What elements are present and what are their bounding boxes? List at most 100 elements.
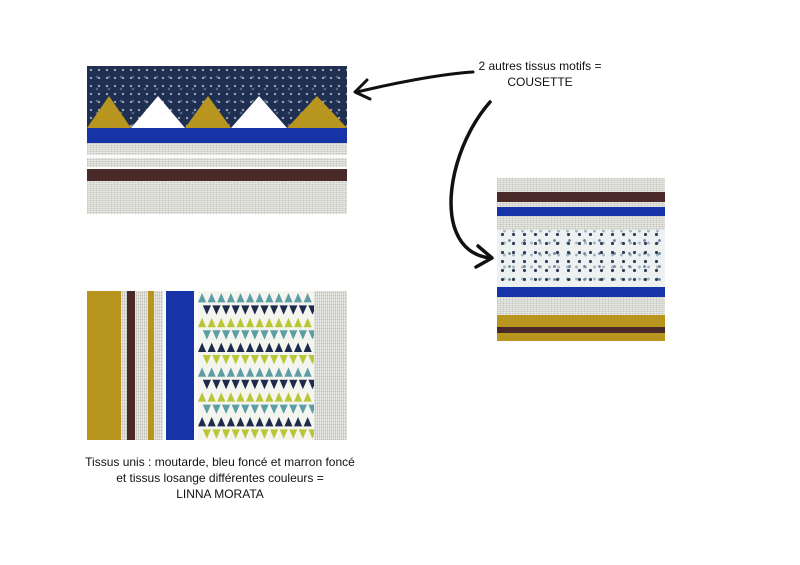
fabric-triangle xyxy=(202,355,211,365)
fabric-triangle xyxy=(270,429,279,439)
fabric-triangle xyxy=(255,293,264,303)
fabric-triangle xyxy=(303,417,312,427)
fabric-triangle xyxy=(255,342,264,352)
fabric-triangle xyxy=(246,392,255,402)
fabric-triangle xyxy=(226,317,235,328)
fabric-triangle xyxy=(226,293,235,303)
fabric-triangle xyxy=(294,367,303,377)
triangle-shape xyxy=(287,96,347,128)
fabric-triangle xyxy=(265,392,274,402)
fabric-triangle xyxy=(217,392,226,402)
fabric-triangle xyxy=(241,355,250,365)
fabric-triangle xyxy=(231,404,240,414)
fabric-triangle xyxy=(284,317,293,328)
fabric-triangle xyxy=(303,342,312,352)
fabric-triangle xyxy=(222,355,231,365)
triangle-shape xyxy=(87,96,131,128)
fabric-triangle xyxy=(222,404,231,414)
fabric-triangle xyxy=(236,417,245,427)
fabric-triangle xyxy=(279,379,288,390)
blue-stripe xyxy=(497,287,665,297)
fabric-triangle xyxy=(226,417,235,427)
fabric-triangle xyxy=(250,379,259,390)
brown-stripe xyxy=(497,192,665,202)
fabric-triangle xyxy=(298,330,307,340)
fabric-triangle xyxy=(255,392,264,402)
caption-line: 2 autres tissus motifs = xyxy=(478,59,602,73)
fabric-triangle xyxy=(255,417,264,427)
caption-line: COUSETTE xyxy=(507,75,573,89)
fabric-triangle xyxy=(279,429,288,439)
fabric-triangle xyxy=(226,342,235,352)
fabric-triangle xyxy=(274,342,283,352)
fabric-triangle xyxy=(255,367,264,377)
fabric-triangle xyxy=(202,330,211,340)
caption-line: Tissus unis : moutarde, bleu foncé et ma… xyxy=(85,455,355,469)
caption-cousette: 2 autres tissus motifs = COUSETTE xyxy=(440,58,640,90)
linen-stripe xyxy=(497,297,665,315)
fabric-triangle xyxy=(226,392,235,402)
fabric-triangle xyxy=(246,417,255,427)
curved-arrow-down-icon xyxy=(449,100,494,269)
mustard-stripe xyxy=(497,315,665,327)
fabric-triangle xyxy=(265,317,274,328)
caption-linna-morata: Tissus unis : moutarde, bleu foncé et ma… xyxy=(60,454,380,502)
fabric-triangle xyxy=(294,392,303,402)
fabric-triangle xyxy=(303,317,312,328)
blue-stripe xyxy=(497,207,665,216)
quilt-panel-top-left xyxy=(87,66,347,214)
fabric-triangle xyxy=(198,417,207,427)
linen-stripe xyxy=(154,291,163,440)
fabric-triangle xyxy=(212,330,221,340)
fabric-triangle xyxy=(279,355,288,365)
navy-print-band xyxy=(87,66,347,128)
fabric-triangle xyxy=(279,404,288,414)
fabric-triangle xyxy=(265,417,274,427)
fabric-triangle xyxy=(289,355,298,365)
fabric-triangle xyxy=(236,367,245,377)
fabric-triangle xyxy=(241,305,250,315)
fabric-triangle xyxy=(298,429,307,439)
fabric-triangle xyxy=(202,404,211,414)
fabric-triangle xyxy=(274,392,283,402)
fabric-triangle xyxy=(279,305,288,315)
fabric-triangle xyxy=(308,330,314,340)
mountain-triangles xyxy=(87,96,347,128)
fabric-triangle xyxy=(246,367,255,377)
fabric-triangle xyxy=(212,379,221,390)
fabric-triangle xyxy=(265,293,274,303)
linen-stripe xyxy=(87,181,347,214)
fabric-triangle xyxy=(308,355,314,365)
fabric-triangle xyxy=(246,342,255,352)
fabric-triangle xyxy=(274,417,283,427)
fabric-triangle xyxy=(250,330,259,340)
fabric-triangle xyxy=(255,317,264,328)
fabric-triangle xyxy=(279,330,288,340)
fabric-triangle xyxy=(270,355,279,365)
fabric-triangle xyxy=(217,293,226,303)
fabric-triangle xyxy=(222,379,231,390)
fabric-triangle xyxy=(265,367,274,377)
fabric-triangle xyxy=(198,392,207,402)
fabric-triangle xyxy=(231,429,240,439)
linen-stripe xyxy=(497,216,665,230)
fabric-triangle xyxy=(303,392,312,402)
fabric-triangle xyxy=(270,379,279,390)
fabric-triangle xyxy=(217,317,226,328)
fabric-triangle xyxy=(241,330,250,340)
linen-stripe xyxy=(497,178,665,192)
fabric-triangle xyxy=(308,379,314,390)
white-stripe xyxy=(194,291,198,440)
fabric-triangle xyxy=(222,429,231,439)
fabric-triangle xyxy=(265,342,274,352)
fabric-triangle xyxy=(274,367,283,377)
fabric-triangle xyxy=(231,305,240,315)
fabric-triangle xyxy=(222,305,231,315)
fabric-triangle xyxy=(231,355,240,365)
linen-stripe xyxy=(121,291,127,440)
fabric-triangle xyxy=(241,379,250,390)
triangle-shape xyxy=(185,96,231,128)
fabric-triangle xyxy=(198,293,207,303)
fabric-triangle xyxy=(217,367,226,377)
fabric-triangle xyxy=(274,293,283,303)
